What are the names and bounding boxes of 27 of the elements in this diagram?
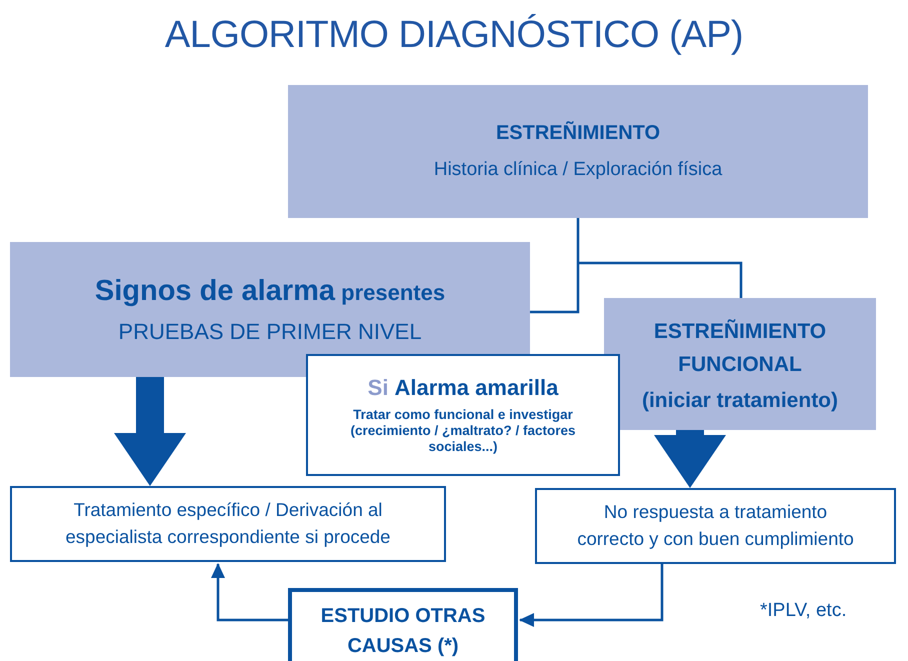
process-box [10, 242, 530, 377]
box-heading: ESTREÑIMIENTO [496, 121, 660, 146]
box-heading: Signos de alarma presentes [94, 274, 446, 309]
footnote: *IPLV, etc. [760, 600, 847, 622]
arrow [519, 564, 664, 627]
box-heading: ESTUDIO OTRAS CAUSAS (*) [320, 604, 486, 658]
diagram-title: ALGORITMO DIAGNÓSTICO (AP) [164, 14, 744, 57]
box-text: Historia clínica / Exploración física [434, 159, 722, 182]
process-box [604, 298, 876, 430]
box-text: Tratar como funcional e investigar (crecimiento / ¿maltrato? / factores sociales...) [349, 406, 577, 456]
connector-line [530, 218, 580, 314]
process-box [288, 588, 518, 661]
process-box [10, 486, 446, 562]
box-text: (iniciar tratamiento) [642, 388, 838, 414]
box-text: PRUEBAS DE PRIMER NIVEL [118, 318, 422, 346]
connector-line [578, 262, 742, 298]
box-heading: ESTREÑIMIENTO FUNCIONAL [652, 318, 828, 378]
box-heading: Si [368, 374, 388, 401]
block-arrow [654, 430, 726, 488]
box-text: Tratamiento específico / Derivación al especialista correspondiente si procede [64, 498, 392, 549]
box-heading: Alarma amarilla [394, 374, 558, 401]
process-box [535, 488, 896, 564]
process-box [288, 85, 868, 218]
arrow [211, 563, 288, 622]
box-text: No respuesta a tratamiento correcto y con buen cumplimiento [577, 500, 854, 551]
process-box [306, 354, 620, 476]
block-arrow [114, 377, 186, 486]
